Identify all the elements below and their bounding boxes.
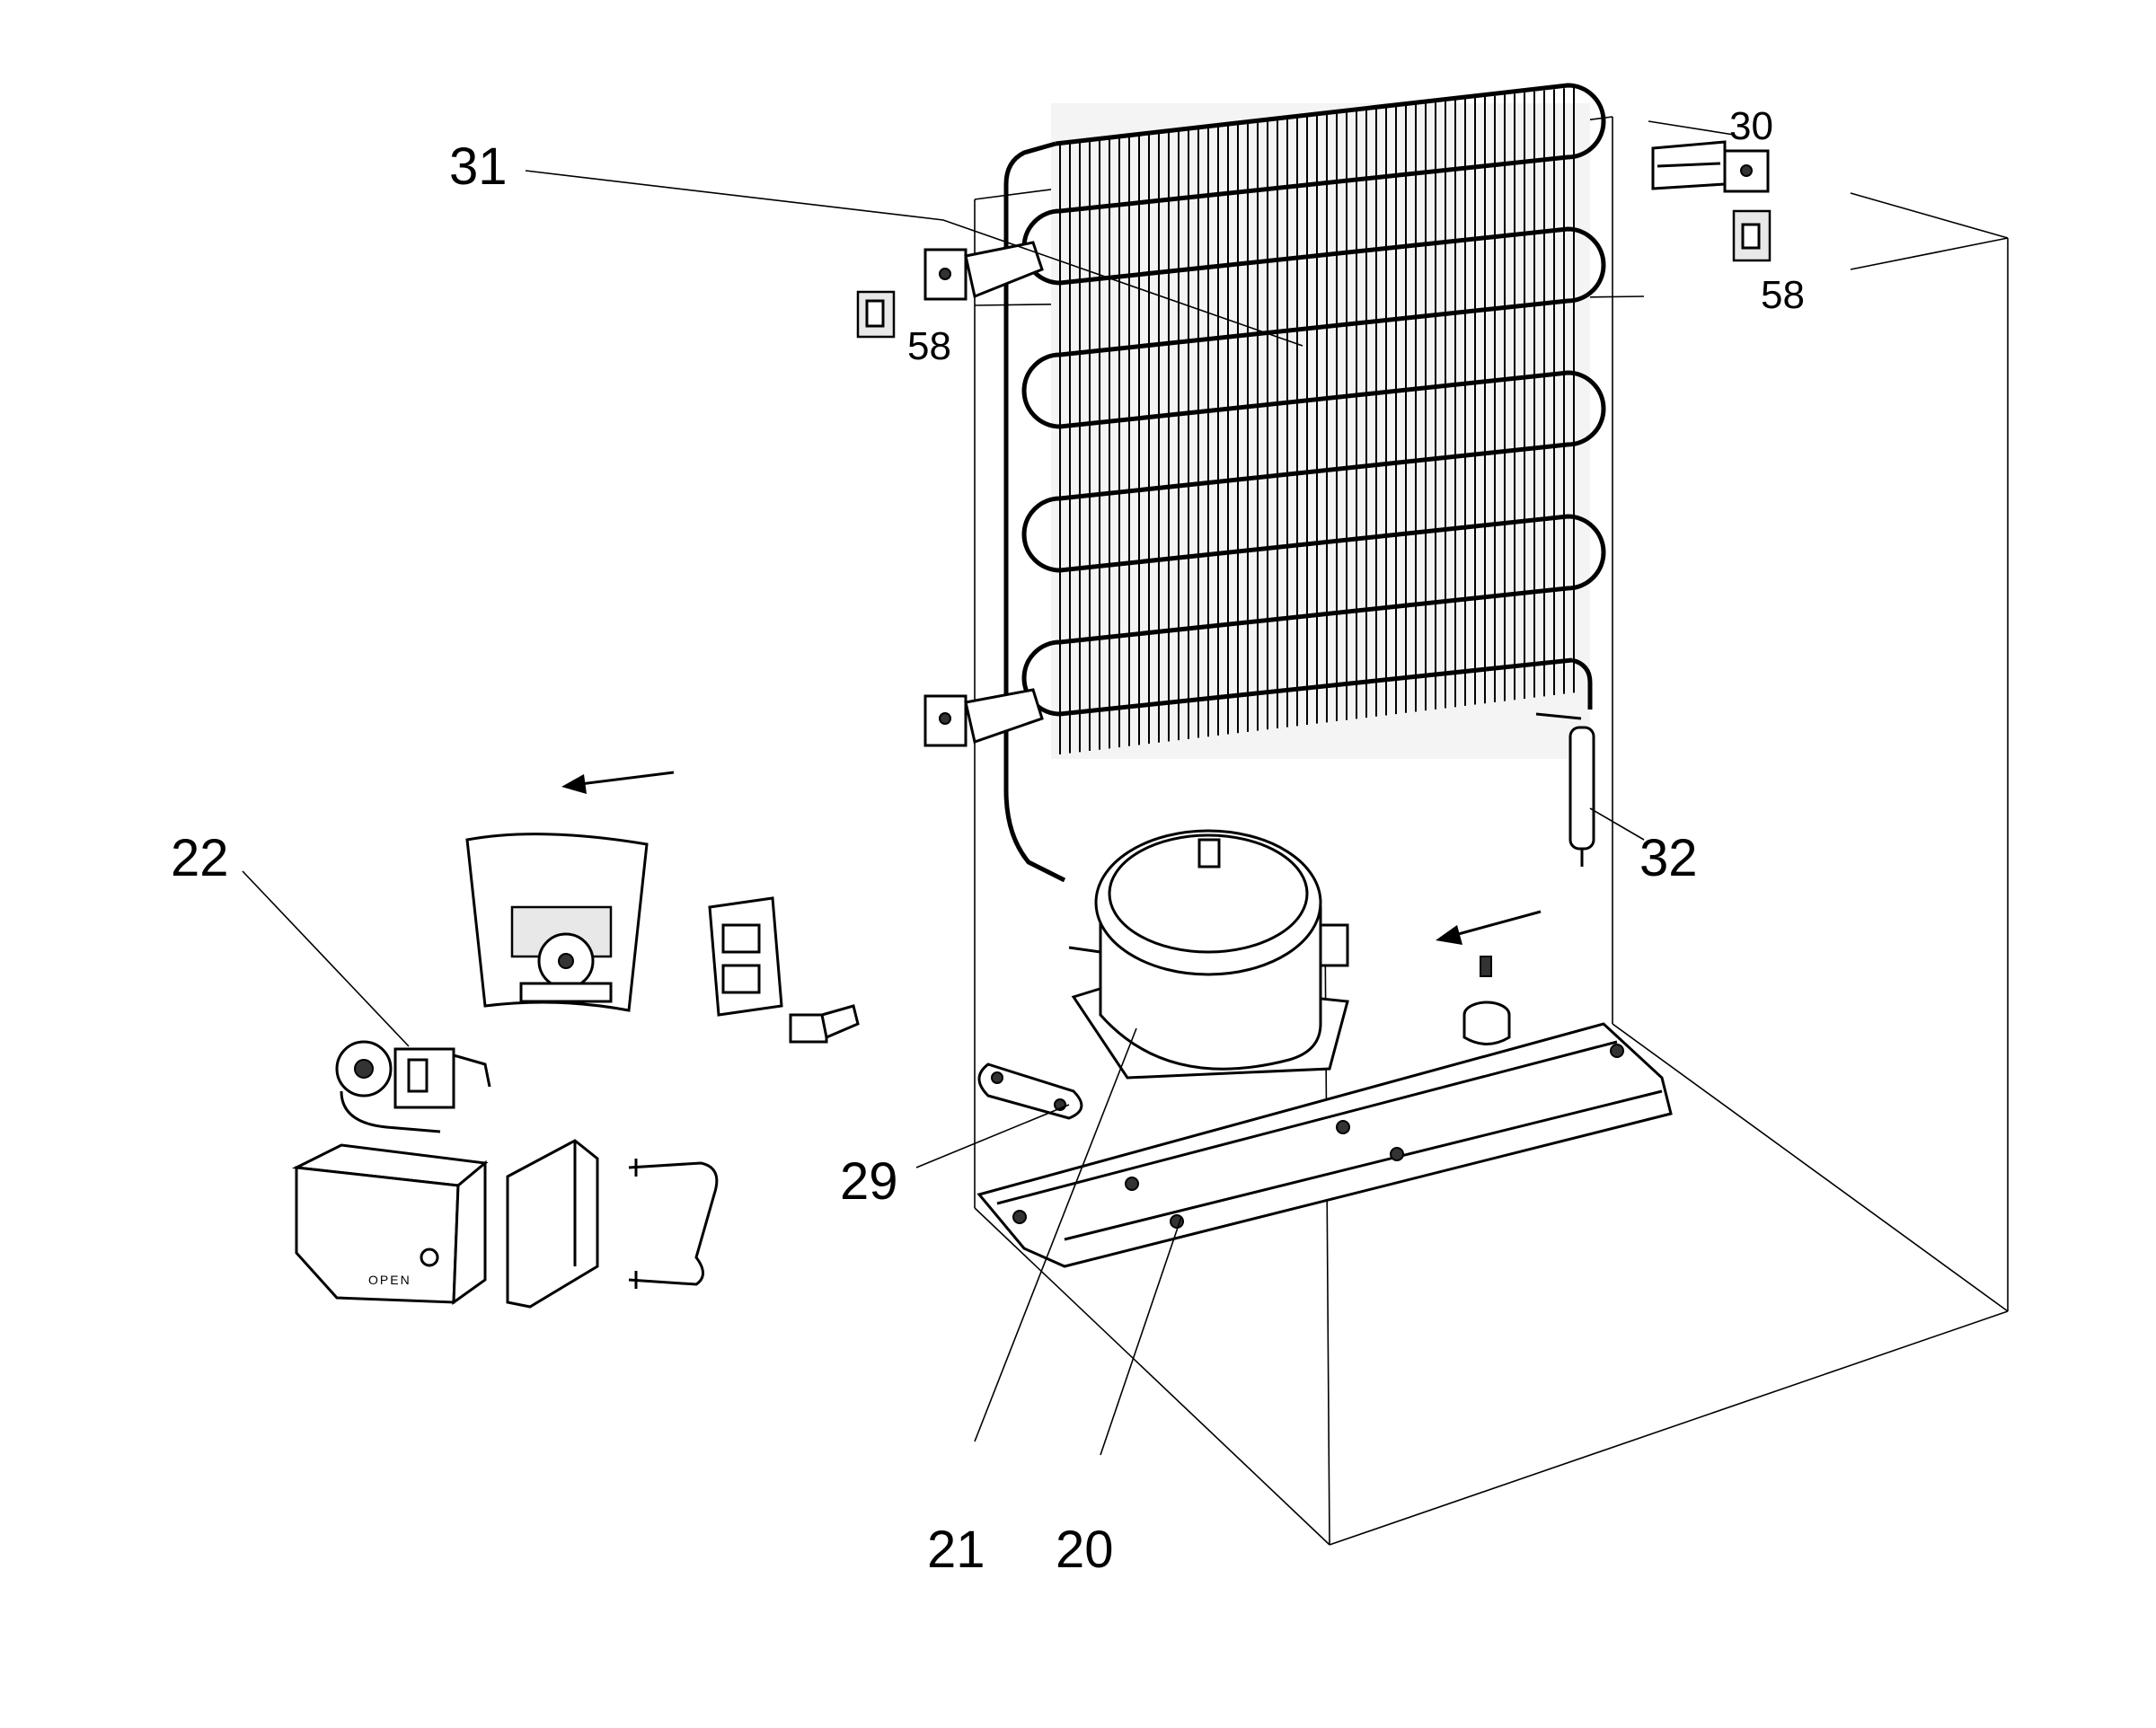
arrow-left-upper bbox=[561, 771, 675, 794]
base-rail-20 bbox=[976, 1022, 1673, 1268]
label-29: 29 bbox=[840, 1152, 898, 1211]
compressor-21 bbox=[1068, 829, 1349, 1080]
callout-labels: 31 30 58 58 22 32 29 21 20 bbox=[171, 104, 1805, 1579]
label-32: 32 bbox=[1639, 829, 1698, 887]
label-58-left: 58 bbox=[907, 324, 951, 368]
arrow-left-lower bbox=[1436, 910, 1542, 945]
bracket-30-right bbox=[1651, 140, 1770, 193]
connector-plug bbox=[789, 1004, 860, 1044]
start-relay-22 bbox=[335, 1040, 491, 1133]
terminal-cover bbox=[506, 1139, 599, 1309]
clip-58-left bbox=[856, 290, 896, 339]
condenser-bracket-upper bbox=[923, 241, 1044, 301]
label-30: 30 bbox=[1729, 104, 1773, 148]
label-21: 21 bbox=[927, 1521, 985, 1579]
clip-58-right bbox=[1732, 209, 1772, 262]
relay-housing-panel bbox=[465, 833, 649, 1012]
filter-drier-32 bbox=[1535, 712, 1595, 867]
retaining-clip bbox=[628, 1159, 719, 1289]
condenser-coil bbox=[1003, 83, 1606, 883]
condenser-wire-grid bbox=[1059, 87, 1575, 754]
condenser-bracket-lower bbox=[923, 688, 1044, 747]
label-31: 31 bbox=[449, 137, 508, 196]
mounting-plate-29 bbox=[977, 1062, 1083, 1120]
open-text: OPEN bbox=[368, 1273, 411, 1287]
overload-protector bbox=[708, 896, 783, 1017]
label-58-right: 58 bbox=[1761, 273, 1805, 317]
rubber-grommet bbox=[1462, 956, 1511, 1045]
leader-lines bbox=[242, 120, 1735, 1456]
label-22: 22 bbox=[171, 829, 229, 887]
label-20: 20 bbox=[1056, 1521, 1114, 1579]
relay-cover-open: OPEN bbox=[291, 1143, 489, 1305]
